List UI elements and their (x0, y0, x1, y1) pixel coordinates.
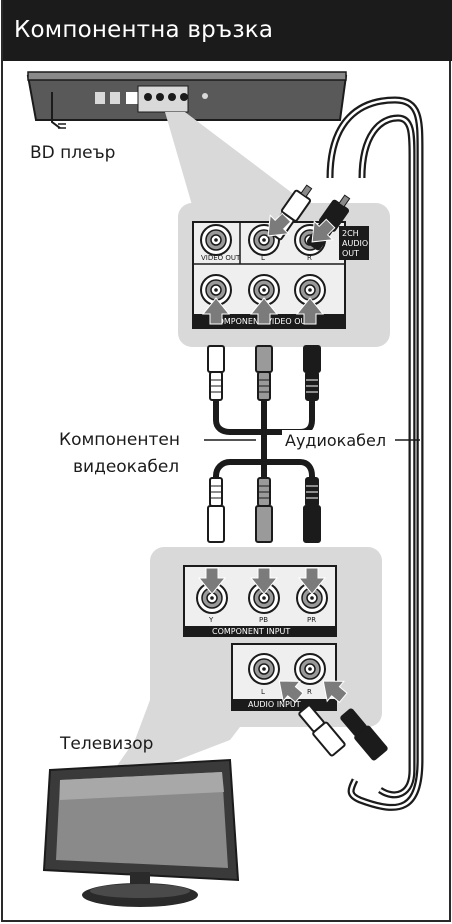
audio-in-left-label: L (261, 688, 265, 696)
tv-label: Телевизор (59, 734, 153, 754)
video-out-label: VIDEO OUT (201, 254, 241, 262)
tv-device (42, 758, 240, 907)
audio-in-right-label: R (307, 688, 312, 696)
audio-input-label: AUDIO INPUT (248, 700, 301, 709)
component-plug-y-tv (207, 477, 225, 543)
component-input-label: COMPONENT INPUT (212, 627, 290, 636)
audio-plug-right-tv (340, 708, 388, 761)
section-title: Компонентна връзка (14, 17, 274, 43)
component-plug-pr-player (303, 345, 321, 401)
audio-cable-label: Аудиокабел (285, 431, 386, 450)
audio-cable (326, 96, 424, 811)
y-label: Y (208, 616, 214, 624)
component-plug-pb-tv (255, 477, 273, 543)
audio-out-left-label: L (261, 254, 265, 262)
audio-out-tag-line2: AUDIO (342, 239, 368, 248)
audio-out-tag-line1: 2CH (342, 229, 359, 238)
bd-player-device (26, 71, 348, 129)
component-plug-pr-tv (303, 477, 321, 543)
audio-out-tag (339, 226, 369, 260)
section-header: Компонентна връзка (3, 0, 452, 61)
component-cable-label-line2: видеокабел (73, 457, 179, 477)
audio-out-tag-line3: OUT (342, 249, 359, 258)
pr-label: PR (307, 616, 316, 624)
component-plug-pb-player (255, 345, 273, 401)
audio-in-left-jack (248, 653, 280, 685)
audio-plug-left-tv (298, 704, 346, 757)
bd-player-label: BD плеър (30, 143, 115, 163)
pb-label: PB (259, 616, 268, 624)
component-plug-y-player (207, 345, 225, 401)
audio-out-right-label: R (307, 254, 312, 262)
player-callout (165, 112, 308, 205)
audio-in-right-jack (294, 653, 326, 685)
component-cable-label-line1: Компонентен (59, 430, 180, 450)
video-out-jack (200, 224, 232, 256)
